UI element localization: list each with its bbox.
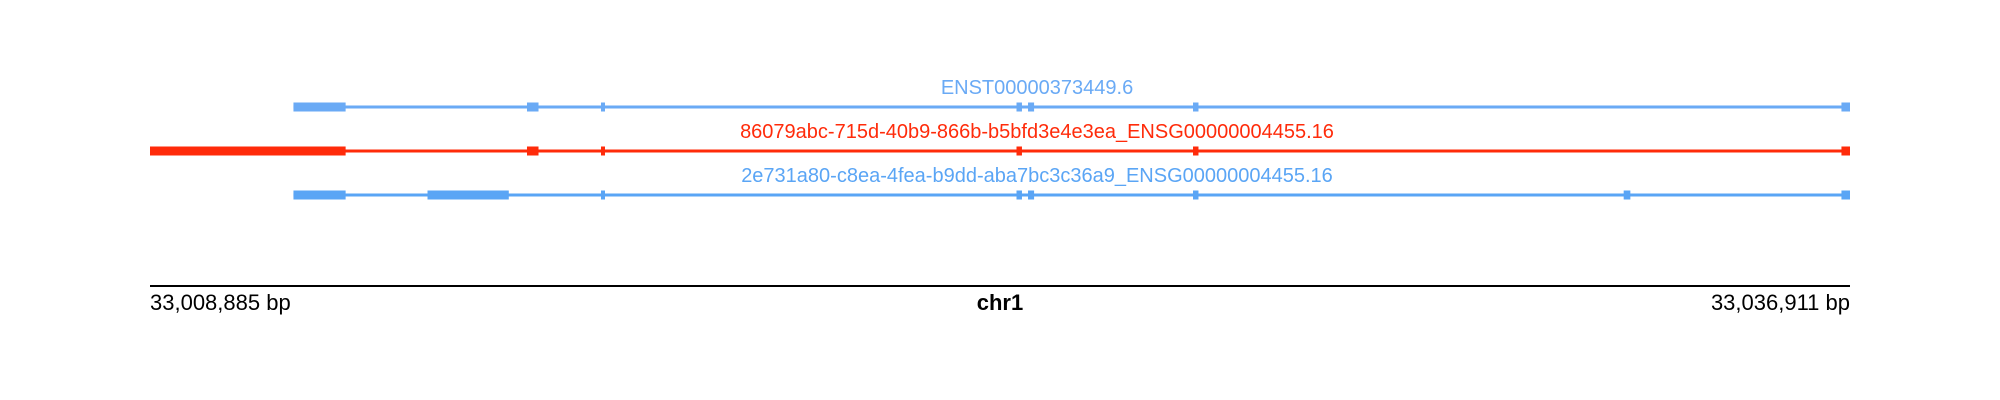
exon-block — [1016, 190, 1022, 200]
exon-block — [526, 102, 539, 112]
transcript-track[interactable]: ENST00000373449.6 — [293, 77, 1851, 112]
intron-line — [293, 193, 1851, 197]
exon-block — [1623, 190, 1631, 200]
transcript-track[interactable]: 2e731a80-c8ea-4fea-b9dd-aba7bc3c36a9_ENS… — [293, 165, 1851, 200]
exon-block — [1193, 102, 1199, 112]
exon-block — [526, 146, 539, 156]
exon-block — [293, 190, 346, 200]
exon-block — [150, 146, 346, 156]
exon-block — [1016, 102, 1022, 112]
exon-block — [600, 190, 605, 200]
transcript-label: 2e731a80-c8ea-4fea-b9dd-aba7bc3c36a9_ENS… — [741, 165, 1333, 187]
exon-block — [1016, 146, 1022, 156]
exon-block — [1193, 190, 1199, 200]
axis-line — [150, 285, 1850, 287]
axis-end-label: 33,036,911 bp — [1710, 290, 1850, 315]
exon-block — [293, 102, 346, 112]
exon-block — [1028, 190, 1035, 200]
axis-start-label: 33,008,885 bp — [150, 290, 291, 315]
exon-block — [600, 146, 605, 156]
exon-block — [1841, 102, 1850, 112]
exon-block — [427, 190, 509, 200]
intron-line — [293, 105, 1851, 109]
transcript-label: 86079abc-715d-40b9-866b-b5bfd3e4e3ea_ENS… — [740, 121, 1334, 143]
intron-line — [150, 149, 1850, 153]
transcript-track[interactable]: 86079abc-715d-40b9-866b-b5bfd3e4e3ea_ENS… — [150, 121, 1850, 156]
chromosome-label: chr1 — [976, 290, 1024, 315]
exon-block — [1841, 190, 1850, 200]
exon-block — [1028, 102, 1035, 112]
transcript-label: ENST00000373449.6 — [941, 77, 1133, 99]
exon-block — [1841, 146, 1850, 156]
transcript-tracks: ENST00000373449.6 86079abc-715d-40b9-866b… — [150, 77, 1851, 200]
exon-block — [1193, 146, 1199, 156]
exon-block — [600, 102, 605, 112]
